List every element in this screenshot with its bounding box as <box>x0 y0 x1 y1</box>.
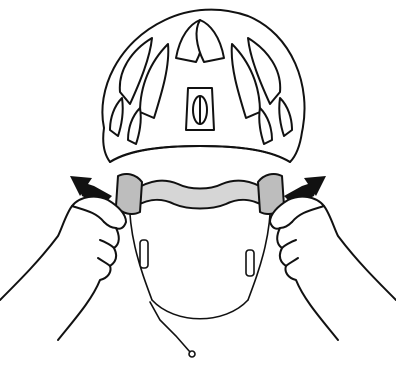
helmet-shell-icon <box>102 10 304 162</box>
right-hand-icon <box>270 197 396 340</box>
left-hand-icon <box>0 197 126 340</box>
headband-cradle-icon <box>116 174 284 214</box>
